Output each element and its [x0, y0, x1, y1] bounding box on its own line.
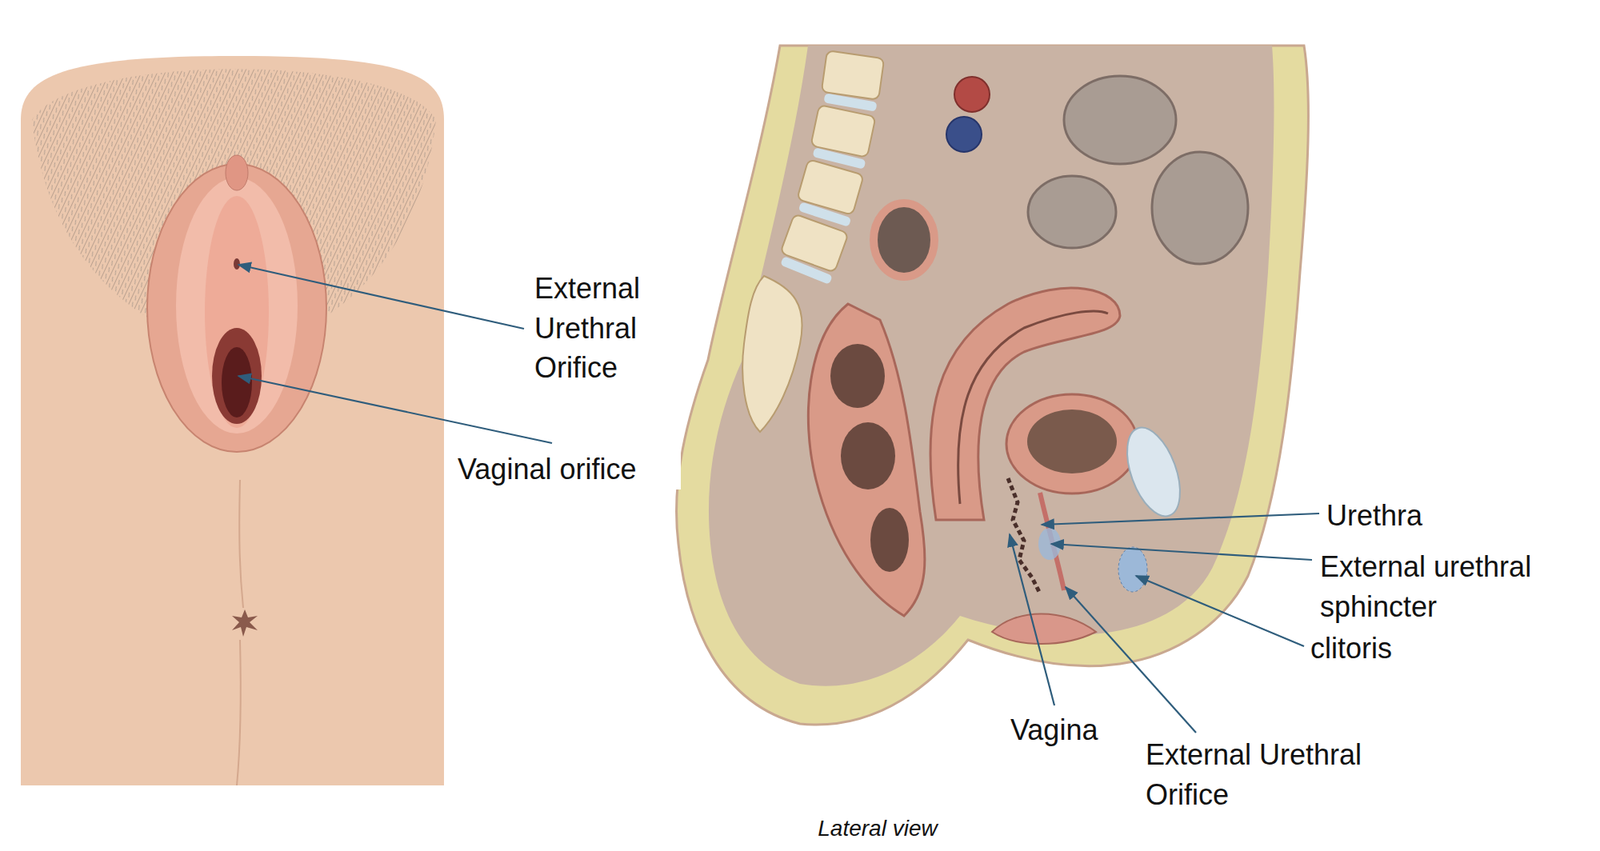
external-view	[20, 56, 444, 786]
sagittal-section	[676, 45, 1309, 725]
part-label: Urethra	[1326, 496, 1583, 536]
leader-lines	[238, 264, 1320, 733]
part-label: External urethral sphincter	[1320, 547, 1576, 627]
view-caption: Lateral view	[817, 816, 937, 842]
orifice-label: External Urethral Orifice	[534, 268, 675, 388]
part-label: clitoris	[1310, 628, 1567, 669]
orifice-label: Vaginal orifice	[454, 449, 681, 490]
orifice-label: External Urethral Orifice	[1145, 735, 1410, 815]
